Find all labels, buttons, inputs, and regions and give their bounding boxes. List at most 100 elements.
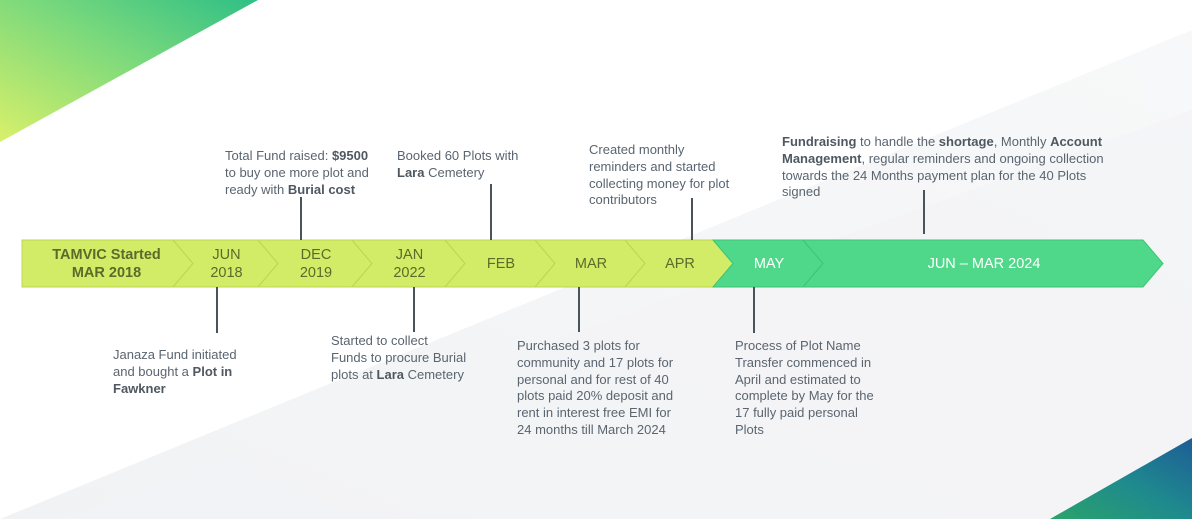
chevron-label: JUN	[212, 246, 241, 263]
chevron-label: APR	[665, 255, 695, 272]
note-line: 24 months till March 2024	[517, 422, 707, 439]
note-line: Lara Cemetery	[397, 165, 547, 182]
note-text: Plots	[735, 421, 764, 437]
note-line: to buy one more plot and	[225, 165, 397, 182]
note-text: Cemetery	[404, 366, 464, 382]
note-text: Cemetery	[424, 164, 485, 180]
note-emphasis: Lara	[397, 164, 425, 180]
chevron-label: MAY	[753, 255, 785, 272]
note-line: collecting money for plot	[589, 176, 769, 193]
chevron-label: JAN	[395, 246, 424, 263]
note-line: Started to collect	[331, 333, 501, 350]
note-text: Purchased 3 plots for	[517, 338, 640, 353]
note-text: complete by May for the	[735, 388, 874, 404]
chevron-label: TAMVIC Started	[52, 246, 161, 263]
connector-jun-2018	[216, 287, 218, 333]
note-text: 17 fully paid personal	[735, 405, 858, 421]
connector-apr	[691, 198, 693, 240]
note-line: Purchased 3 plots for	[517, 338, 707, 355]
note-text: 24 months till March 2024	[517, 421, 666, 437]
chevron-label: 2018	[210, 264, 243, 281]
note-text: Transfer commenced in	[735, 354, 872, 370]
note-line: Total Fund raised: $9500	[225, 148, 397, 165]
note-emphasis: Fundraising	[782, 134, 857, 149]
connector-jan-2022	[413, 287, 415, 332]
note-text: Janaza Fund initiated	[113, 347, 237, 362]
chevron-jun-mar-2024: JUN – MAR 2024	[823, 240, 1145, 287]
note-text: rent in interest free EMI for	[517, 405, 671, 421]
connector-jun-mar-2024	[923, 190, 925, 234]
note-line: Plots	[735, 422, 905, 439]
chevron-track	[21, 239, 1164, 288]
note-line: reminders and started	[589, 159, 769, 176]
note-line: complete by May for the	[735, 388, 905, 405]
chevron-label: MAR 2018	[71, 264, 142, 281]
connector-may	[753, 287, 755, 333]
chevron-label: MAR	[574, 255, 608, 272]
note-line: community and 17 plots for	[517, 355, 707, 372]
note-text: Total Fund raised:	[225, 148, 332, 163]
note-emphasis: Fawkner	[113, 380, 166, 396]
note-text: signed	[782, 184, 821, 200]
note-line: 17 fully paid personal	[735, 405, 905, 422]
note-text: plots paid 20% deposit and	[517, 388, 674, 404]
connector-feb	[490, 184, 492, 240]
note-emphasis: $9500	[331, 148, 369, 163]
note-jun-mar-2024: Fundraising to handle the shortage, Mont…	[782, 134, 1154, 201]
note-text: ready with	[225, 181, 288, 197]
note-line: Management, regular reminders and ongoin…	[782, 151, 1154, 168]
note-line: Transfer commenced in	[735, 355, 905, 372]
note-text: towards the 24 Months payment plan for t…	[782, 167, 1087, 183]
note-jun-2018: Janaza Fund initiated and bought a Plot i…	[113, 347, 273, 397]
note-line: Fundraising to handle the shortage, Mont…	[782, 134, 1154, 151]
note-text: reminders and started	[589, 158, 716, 174]
note-line: personal and for rest of 40	[517, 372, 707, 389]
note-text: plots at	[331, 366, 377, 382]
note-text: Process of Plot Name	[735, 338, 861, 353]
note-text: community and 17 plots for	[517, 354, 674, 370]
chevron-label: 2022	[393, 264, 426, 281]
chevron-label: DEC	[300, 246, 332, 263]
background-band-light	[60, 110, 1192, 519]
note-text: Booked 60 Plots with	[397, 148, 519, 163]
connector-mar	[578, 287, 580, 332]
note-line: rent in interest free EMI for	[517, 405, 707, 422]
note-line: April and estimated to	[735, 372, 905, 389]
note-text: , regular reminders and ongoing collecti…	[861, 150, 1104, 166]
note-emphasis: shortage	[938, 134, 994, 149]
note-line: plots at Lara Cemetery	[331, 367, 501, 384]
chevron-label: JUN – MAR 2024	[927, 255, 1041, 272]
note-emphasis: Lara	[376, 366, 404, 382]
chevron-label: 2019	[299, 264, 333, 281]
corner-triangle-bottom-right	[1050, 438, 1192, 519]
note-line: Fawkner	[113, 381, 273, 398]
chevron-mar: MAR	[555, 240, 627, 287]
note-text: to buy one more plot and	[225, 164, 369, 180]
note-text: and bought a	[113, 363, 193, 379]
chevron-apr: APR	[645, 240, 715, 287]
chevron-jun-mar-2024-shape	[801, 239, 1164, 288]
chevron-label: FEB	[486, 255, 516, 272]
note-emphasis: Burial cost	[287, 181, 356, 197]
note-line: plots paid 20% deposit and	[517, 388, 707, 405]
note-line: Booked 60 Plots with	[397, 148, 547, 165]
note-text: April and estimated to	[735, 371, 861, 387]
note-emphasis: Management	[782, 150, 862, 166]
note-line: Created monthly	[589, 142, 769, 159]
note-emphasis: Account	[1050, 134, 1103, 149]
note-line: towards the 24 Months payment plan for t…	[782, 168, 1154, 185]
note-text: Funds to procure Burial	[331, 349, 467, 365]
note-line: signed	[782, 184, 1154, 201]
note-text: , Monthly	[993, 134, 1051, 149]
note-line: and bought a Plot in	[113, 364, 273, 381]
connector-dec-2019	[300, 197, 302, 240]
note-line: Process of Plot Name	[735, 338, 905, 355]
note-line: ready with Burial cost	[225, 182, 397, 199]
